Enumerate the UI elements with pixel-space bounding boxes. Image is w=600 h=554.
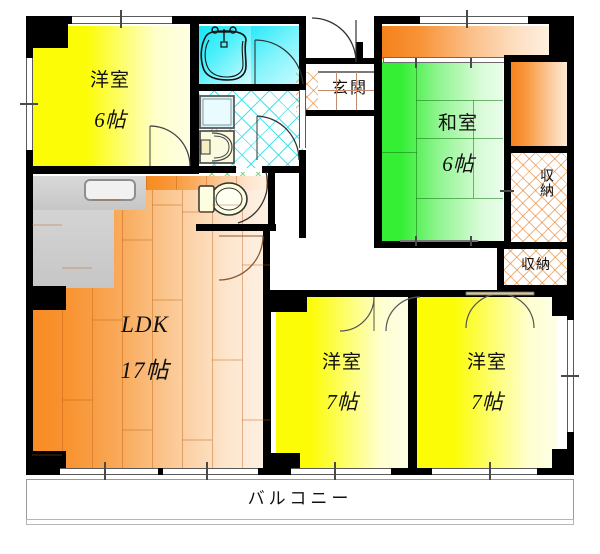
- label-bedroom-bc-size: 7帖: [326, 390, 358, 414]
- washitsu-tick-closet: [500, 190, 514, 192]
- wall-outer-left: [26, 16, 33, 475]
- genkan-label: 玄関: [331, 80, 368, 97]
- genkan-rail-top: [318, 71, 374, 73]
- window-washitsu-top: [420, 16, 528, 24]
- closet-upper-label: 収納: [538, 168, 553, 198]
- wall-toilet-bottom: [196, 224, 276, 231]
- closet-lower-label: 収納: [521, 258, 551, 273]
- wall-washitsu-bottom: [374, 241, 511, 248]
- door-arc-genkan: [311, 17, 357, 63]
- corridor: [303, 110, 373, 294]
- window-tick-tl: [120, 10, 122, 28]
- tatami-seam-4: [381, 152, 417, 153]
- wall-closet-lower-left: [497, 242, 504, 292]
- wall-bedroom-tl-bottom: [26, 166, 199, 174]
- wall-ldk-bedroom-divider: [263, 290, 271, 475]
- wall-bedroom-br-top: [415, 290, 574, 297]
- washitsu-tick-bottom: [415, 236, 417, 246]
- closet-lower: [499, 249, 573, 291]
- label-washitsu-name: 和室: [437, 113, 478, 134]
- tatami-seam-6: [473, 100, 474, 198]
- window-tick-bc: [334, 462, 336, 480]
- label-bedroom-br-name: 洋室: [466, 352, 507, 373]
- wall-bath-washroom-divider: [196, 84, 306, 91]
- label-washitsu-size: 6帖: [442, 152, 474, 176]
- window-tick-washitsu: [466, 10, 468, 28]
- tatami-seam-3: [416, 100, 503, 101]
- wall-toilet-right: [268, 172, 275, 230]
- balcony-label: バルコニー: [247, 489, 353, 508]
- ldk-floor-planks-upper: [146, 176, 270, 190]
- window-tick-br: [489, 462, 491, 480]
- room-ldk-upper: [146, 176, 270, 190]
- tatami-seam-5: [416, 198, 503, 199]
- wall-washitsu-left: [374, 16, 382, 248]
- wall-bedroom-bath-divider: [190, 16, 199, 168]
- wall-bedroom-divider: [408, 290, 417, 475]
- toilet-side-alcove: [275, 172, 303, 224]
- wall-genkan-top: [299, 58, 375, 64]
- window-ldk-bottom-1: [60, 468, 158, 475]
- room-bathroom: [199, 26, 251, 86]
- wall-corner-block: [26, 22, 68, 48]
- room-ldk: [32, 186, 270, 475]
- wall-closet-upper-top: [504, 146, 574, 153]
- window-bedroom-tl-top: [72, 16, 172, 24]
- wall-washitsu-right: [504, 58, 511, 248]
- closet-upper: [511, 153, 573, 243]
- label-ldk-name: LDK: [121, 312, 169, 337]
- washitsu-tick-top-2: [470, 58, 472, 68]
- label-bedroom-bc-name: 洋室: [321, 352, 362, 373]
- tatami-seam-2: [416, 138, 503, 139]
- window-tick-ldk-2: [206, 462, 208, 480]
- window-bedroom-br: [432, 468, 537, 475]
- wall-closet-lower-bottom: [497, 285, 574, 292]
- window-bedroom-bc: [291, 468, 391, 475]
- wall-ldk-corridor: [263, 231, 270, 295]
- window-bath-right: [299, 90, 306, 148]
- window-tick-br-right: [561, 375, 579, 377]
- washitsu-tick-bottom-2: [470, 236, 472, 246]
- label-bedroom-top-left-size: 6帖: [94, 108, 126, 132]
- upper-closet-rail: [383, 57, 513, 63]
- balcony-area: [26, 479, 574, 525]
- genkan-center-line: [318, 90, 374, 91]
- closet-right-upper-fill: [511, 62, 573, 147]
- window-ldk-bottom-2: [163, 468, 258, 475]
- wall-closet-upper-bottom: [497, 242, 574, 249]
- sink-icon: [84, 179, 136, 201]
- window-tick-ldk-1: [104, 462, 106, 480]
- window-tick-tl-left: [20, 103, 38, 105]
- room-washroom: [199, 90, 303, 168]
- washitsu-tick-top-1: [415, 58, 417, 68]
- wall-genkan-left: [299, 58, 306, 116]
- label-bedroom-br-size: 7帖: [471, 390, 503, 414]
- washitsu-rail-bottom: [400, 240, 478, 242]
- genkan-vline-2: [356, 72, 357, 112]
- genkan-vline-1: [336, 72, 337, 112]
- washitsu-upper-closet: [381, 26, 556, 59]
- room-bedroom-bottom-right: [417, 294, 557, 475]
- room-bedroom-bottom-center: [276, 294, 408, 475]
- label-bedroom-top-left-name: 洋室: [89, 70, 130, 91]
- wall-genkan-bottom: [299, 110, 375, 116]
- wall-washroom-bottom-2: [262, 166, 306, 173]
- wall-upper-closet-base: [504, 55, 574, 62]
- wall-genkan-door-jamb: [356, 42, 363, 64]
- label-ldk-size: 17帖: [120, 358, 170, 383]
- wall-washroom-bottom: [196, 166, 236, 173]
- balcony-edge: [26, 519, 574, 525]
- wall-upper-closet-top-right: [549, 16, 574, 60]
- wall-sanitary-right-2: [299, 150, 306, 238]
- wall-bedroom-bc-top: [263, 290, 415, 297]
